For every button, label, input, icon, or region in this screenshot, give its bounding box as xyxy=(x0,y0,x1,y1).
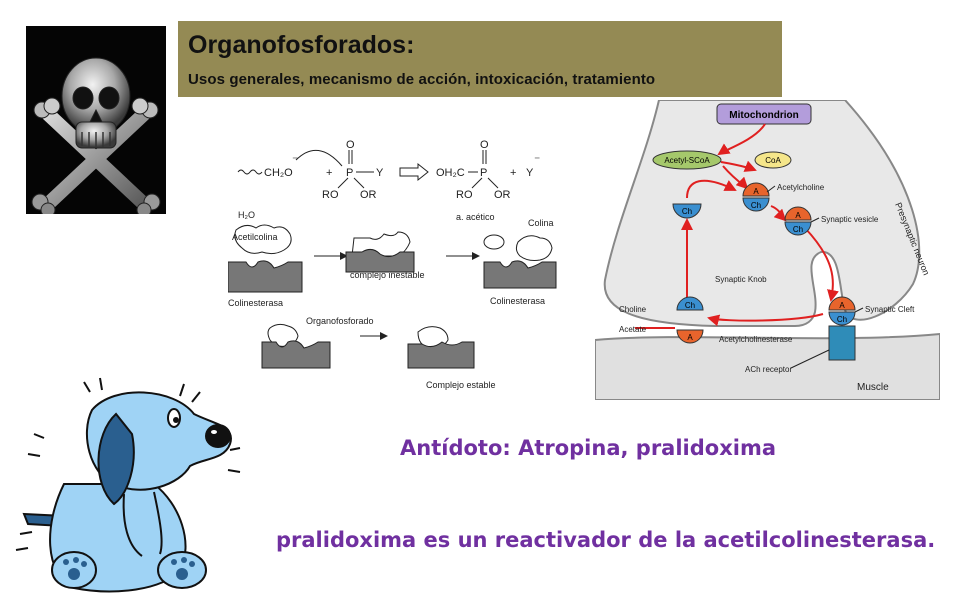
synaptic-cleft-label: Synaptic Cleft xyxy=(865,305,915,314)
oxygen-label-1: O xyxy=(346,139,355,151)
choline-token-5: Ch xyxy=(685,301,695,310)
antidote-text: Antídoto: Atropina, pralidoxima xyxy=(400,436,777,460)
acetylcholine-label: Acetylcholine xyxy=(777,183,825,192)
svg-text:⁻: ⁻ xyxy=(292,153,298,167)
phosphorus-label-2: P xyxy=(480,167,487,179)
acetyl-token-1: A xyxy=(753,187,759,196)
choline-token-2: Ch xyxy=(751,201,761,210)
cholinesterase-label-2: Colinesterasa xyxy=(490,296,545,306)
acetic-acid-label: a. acético xyxy=(456,212,495,222)
pralidoxime-note: pralidoxima es un reactivador de la acet… xyxy=(276,528,936,552)
or-label-1: OR xyxy=(360,189,377,201)
acetyl-token-4: A xyxy=(687,333,693,342)
acetyl-token-2: A xyxy=(795,211,801,220)
ro-label-1: RO xyxy=(322,189,339,201)
cholinesterase-label-1: Colinesterasa xyxy=(228,298,283,308)
stable-complex-label: Complejo estable xyxy=(426,380,496,390)
coa-label: CoA xyxy=(765,156,781,165)
water-label: H₂O xyxy=(238,210,255,220)
choline-token-3: Ch xyxy=(793,225,803,234)
synaptic-knob-label: Synaptic Knob xyxy=(715,275,767,284)
ro-label-2: RO xyxy=(456,189,473,201)
page-title: Organofosforados: xyxy=(188,31,415,59)
reactant-label: CH₂O xyxy=(264,167,293,179)
choline-product-label: Colina xyxy=(528,218,554,228)
acetate-label: Acetate xyxy=(619,325,647,334)
scared-dog-clipart xyxy=(4,374,244,596)
choline-token-1: Ch xyxy=(682,207,692,216)
y-minus-label: Y xyxy=(526,167,534,179)
synapse-diagram: Mitochondrion Acetyl-SCoA CoA Ch A Ch xyxy=(594,99,941,401)
title-banner: Organofosforados: Usos generales, mecani… xyxy=(178,21,782,97)
acetyl-scoa-label: Acetyl-SCoA xyxy=(664,156,710,165)
choline-label: Choline xyxy=(619,305,647,314)
synaptic-vesicle-label: Synaptic vesicle xyxy=(821,215,879,224)
muscle-label: Muscle xyxy=(857,382,889,393)
skull-crossbones-image xyxy=(26,26,166,218)
ach-receptor-label: ACh receptor xyxy=(745,365,792,374)
acetylcholinesterase-label: Acetylcholinesterase xyxy=(719,335,793,344)
or-label-2: OR xyxy=(494,189,511,201)
svg-text:⁻: ⁻ xyxy=(534,153,540,167)
oxygen-label-2: O xyxy=(480,139,489,151)
organophosphate-label: Organofosforado xyxy=(306,316,374,326)
acetylcholine-label: Acetilcolina xyxy=(232,232,278,242)
choline-token-4: Ch xyxy=(837,315,847,324)
skull-crossbones-icon xyxy=(31,57,161,218)
acetyl-token-3: A xyxy=(839,301,845,310)
y-group-label: Y xyxy=(376,167,384,179)
plus-sign-2: + xyxy=(510,167,516,179)
unstable-complex-label: complejo inestable xyxy=(350,270,425,280)
product-label: OH₂C xyxy=(436,167,465,179)
plus-sign-1: + xyxy=(326,167,332,179)
page-subtitle: Usos generales, mecanismo de acción, int… xyxy=(188,71,656,88)
inhibition-mechanism-diagram: CH₂O ⁻ + O P Y RO OR OH₂C O P RO OR xyxy=(227,118,588,400)
phosphorus-label-1: P xyxy=(346,167,353,179)
mitochondrion-label: Mitochondrion xyxy=(729,110,798,121)
